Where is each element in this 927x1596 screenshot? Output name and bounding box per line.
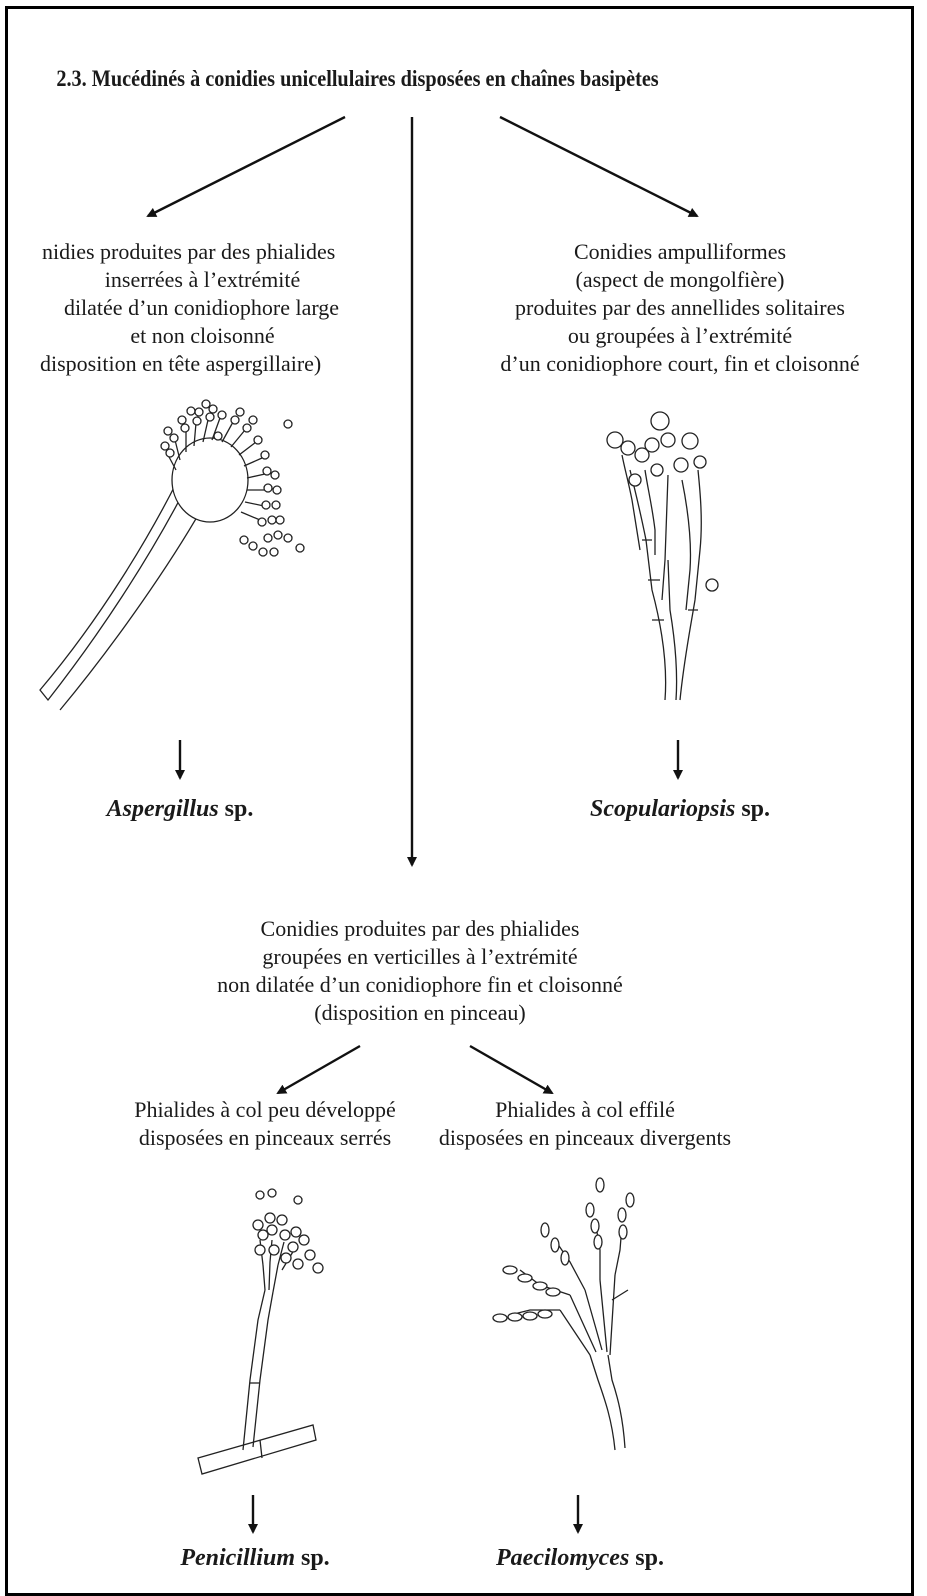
arrow-to-paecilomyces-branch <box>470 1046 552 1093</box>
arrow-to-right-branch <box>500 117 697 216</box>
penicillium-illustration <box>198 1189 323 1474</box>
paecilomyces-illustration <box>493 1178 634 1450</box>
aspergillus-illustration <box>40 400 304 710</box>
scopulariopsis-illustration <box>607 412 718 700</box>
arrow-to-left-branch <box>148 117 345 216</box>
arrow-to-penicillium-branch <box>278 1046 360 1093</box>
